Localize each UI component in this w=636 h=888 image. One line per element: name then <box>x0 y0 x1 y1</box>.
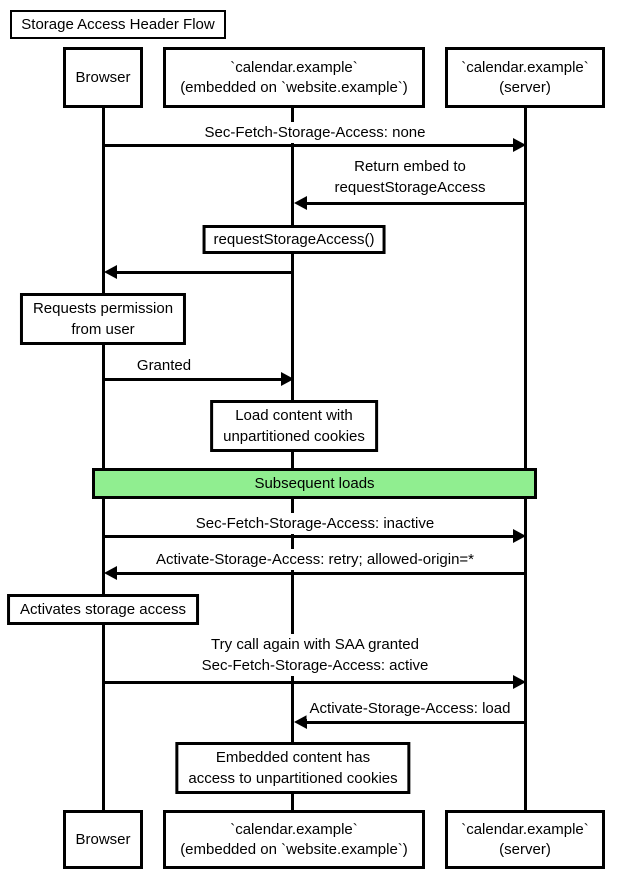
message-label-line: Sec-Fetch-Storage-Access: active <box>201 657 429 674</box>
arrowhead-right-icon <box>281 372 294 386</box>
message-label: Sec-Fetch-Storage-Access: none <box>201 122 429 143</box>
participant-label-line: (embedded on `website.example`) <box>180 78 408 96</box>
note-line: Activates storage access <box>20 601 186 618</box>
arrowhead-left-icon <box>104 566 117 580</box>
message-arrow-line <box>103 535 513 538</box>
diagram-title-text: Storage Access Header Flow <box>21 16 215 33</box>
participant-label-line: `calendar.example` <box>461 820 589 838</box>
note-embedded-content-access: Embedded content has access to unpartiti… <box>175 742 411 794</box>
note-line: access to unpartitioned cookies <box>188 770 398 787</box>
message-label-line: Granted <box>136 357 192 374</box>
message-label: Return embed to requestStorageAccess <box>331 156 489 198</box>
participant-bottom-browser: Browser <box>63 810 143 869</box>
note-line: unpartitioned cookies <box>223 428 365 445</box>
participant-bottom-embedded: `calendar.example` (embedded on `website… <box>163 810 425 869</box>
note-line: Requests permission <box>32 300 174 317</box>
message-arrow-line <box>117 572 526 575</box>
arrowhead-left-icon <box>294 196 307 210</box>
message-label-line: requestStorageAccess <box>334 179 486 196</box>
arrowhead-right-icon <box>513 675 526 689</box>
participant-label: Browser <box>75 68 131 86</box>
message-arrow-line <box>307 721 526 724</box>
lifeline-browser <box>102 108 105 810</box>
message-label: Activate-Storage-Access: retry; allowed-… <box>152 549 478 570</box>
lifeline-embedded <box>291 108 294 810</box>
arrowhead-right-icon <box>513 529 526 543</box>
participant-label-line: (server) <box>499 78 551 96</box>
message-label-line: Activate-Storage-Access: retry; allowed-… <box>155 551 475 568</box>
message-label: Sec-Fetch-Storage-Access: inactive <box>192 513 438 534</box>
message-label-line: Sec-Fetch-Storage-Access: none <box>204 124 426 141</box>
arrowhead-left-icon <box>294 715 307 729</box>
note-line: Embedded content has <box>215 749 371 766</box>
message-arrow-line <box>307 202 526 205</box>
note-requests-permission: Requests permission from user <box>19 293 187 345</box>
arrowhead-right-icon <box>513 138 526 152</box>
participant-label: Browser <box>75 830 131 848</box>
participant-top-browser: Browser <box>63 47 143 108</box>
participant-label-line: `calendar.example` <box>230 58 358 76</box>
message-arrow-line <box>103 681 513 684</box>
message-label: Activate-Storage-Access: load <box>306 698 514 719</box>
message-label-line: Try call again with SAA granted <box>211 636 419 653</box>
message-label-line: Activate-Storage-Access: load <box>309 700 511 717</box>
message-label-boxed: requestStorageAccess() <box>202 225 386 254</box>
section-label: Subsequent loads <box>254 475 375 492</box>
note-line: from user <box>71 321 135 338</box>
message-label-line: Return embed to <box>354 158 466 175</box>
message-label: Try call again with SAA granted Sec-Fetc… <box>198 634 432 676</box>
message-label-line: Sec-Fetch-Storage-Access: inactive <box>195 515 435 532</box>
participant-label-line: (server) <box>499 840 551 858</box>
note-activates-storage-access: Activates storage access <box>7 594 199 625</box>
diagram-title: Storage Access Header Flow <box>10 10 226 39</box>
message-arrow-line <box>103 144 513 147</box>
message-arrow-line <box>103 378 281 381</box>
note-line: Load content with <box>235 407 353 424</box>
arrowhead-left-icon <box>104 265 117 279</box>
section-subsequent-loads: Subsequent loads <box>92 468 537 499</box>
message-arrow-line <box>117 271 294 274</box>
participant-top-server: `calendar.example` (server) <box>445 47 605 108</box>
note-load-content: Load content with unpartitioned cookies <box>210 400 378 452</box>
message-label: Granted <box>133 355 195 376</box>
lifeline-server <box>524 108 527 810</box>
participant-label-line: `calendar.example` <box>461 58 589 76</box>
participant-label-line: `calendar.example` <box>230 820 358 838</box>
message-label-line: requestStorageAccess() <box>213 231 375 248</box>
participant-top-embedded: `calendar.example` (embedded on `website… <box>163 47 425 108</box>
participant-label-line: (embedded on `website.example`) <box>180 840 408 858</box>
participant-bottom-server: `calendar.example` (server) <box>445 810 605 869</box>
